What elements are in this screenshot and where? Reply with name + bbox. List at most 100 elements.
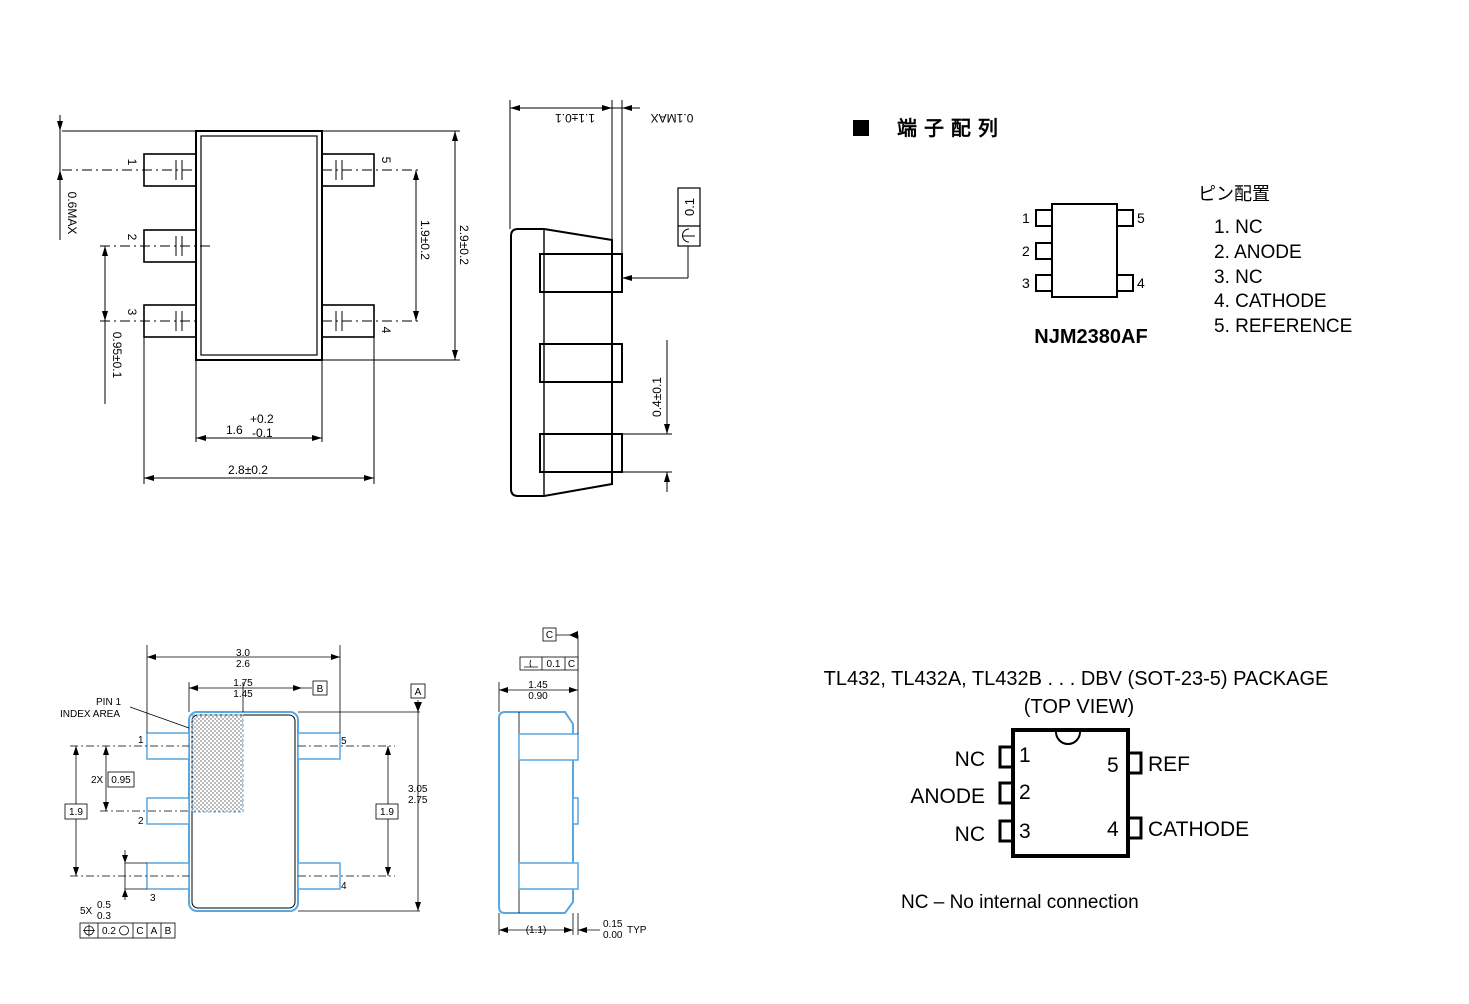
datum-c-box [542,627,557,642]
njm-chip-body [1051,203,1118,298]
box-1.9-left [64,803,88,820]
tl432-left-label-3: NC [955,823,985,846]
side-flatness-symbol [524,659,538,668]
njm-pin-num-4: 4 [1137,275,1145,291]
tl432-pad-3 [998,819,1015,843]
flatness-symbol [682,228,695,243]
flatness-frame [677,187,701,247]
dim-side-1.45: 1.45 [528,680,548,691]
njm-heading: 端 子 配 列 [897,116,998,140]
package-body-inner [200,135,318,356]
dim-0.1max: 0.1MAX [651,111,694,125]
dim-1.6: 1.6 [226,423,243,437]
dim-side-0.00: 0.00 [603,930,623,941]
dim-1.9-left: 1.9 [69,807,83,818]
tl432-left-num-1: 1 [1019,744,1031,767]
dim-2.75: 2.75 [408,795,428,806]
njm-pin-line-1: 1. NC [1214,217,1263,238]
njm-pin-num-2: 2 [1022,243,1030,259]
fcf-datum-c: C [136,926,143,937]
tl432-pad-2 [998,781,1015,805]
top-left-package-drawing [57,115,460,484]
pin1-label-b: INDEX AREA [60,709,120,720]
njm-pin-num-5: 5 [1137,210,1145,226]
datum-b-label: B [317,684,324,695]
flatness-value: 0.1 [682,198,697,216]
datum-b-box [312,680,328,696]
fcf-frame [79,922,176,939]
dim-side-0.90: 0.90 [528,691,548,702]
datum-a-box [410,683,426,699]
pin-label-1: 1 [125,159,139,166]
top-side-view-drawing [509,100,701,497]
dbv-pin-5: 5 [341,736,347,747]
njm-pin-line-4: 4. CATHODE [1214,291,1327,312]
pin1-label-a: PIN 1 [96,697,121,708]
tl432-note: NC – No internal connection [901,892,1139,913]
dim-1.9-right: 1.9 [380,807,394,818]
dbv-side-lead-top [518,733,579,761]
tl432-right-num-5: 5 [1107,754,1119,777]
dbv-side-lead-bot [518,862,579,890]
njm-pad-2 [1035,242,1053,260]
dim-side-1.1: (1.1) [526,925,547,936]
dim-0.95-bl: 0.95 [111,775,131,786]
package-body [195,130,323,361]
bottom-side-view-drawing [498,627,600,935]
heading-square [853,120,869,136]
dim-1.45: 1.45 [233,689,253,700]
dim-0.95: 0.95±0.1 [110,332,124,379]
dbv-pin-3: 3 [150,893,156,904]
njm-pad-1 [1035,209,1053,227]
dim-0.6max: 0.6MAX [65,192,79,235]
pin-label-5: 5 [379,157,393,164]
njm-chip-name: NJM2380AF [1034,326,1147,348]
dim-1.1: 1.1±0.1 [555,111,595,125]
tl432-pinout-section: TL432, TL432A, TL432B . . . DBV (SOT-23-… [824,668,1329,913]
njm-pin-line-3: 3. NC [1214,267,1263,288]
njm-pad-5 [1116,209,1134,227]
side-lead-bot [539,433,623,473]
side-body-outline [510,228,613,497]
dim-3.05: 3.05 [408,784,428,795]
box-0.95 [107,771,135,788]
top-left-labels: 1 2 3 4 5 0.6MAX 0.95±0.1 1.9±0.2 2.9±0.… [65,157,471,477]
tl432-left-label-1: NC [955,748,985,771]
tl432-right-label-ref: REF [1148,753,1190,776]
dbv-pin-1: 1 [138,735,144,746]
njm-pin-line-2: 2. ANODE [1214,242,1302,263]
bottom-left-labels: 3.0 2.6 1.75 1.45 B A PIN 1 INDEX AREA 1… [60,648,428,937]
tl432-right-label-cathode: CATHODE [1148,818,1249,841]
tl432-left-num-2: 2 [1019,781,1031,804]
fcf-datum-a: A [151,926,158,937]
dim-2.8: 2.8±0.2 [228,463,268,477]
datum-a-label: A [415,687,422,698]
njm-pin-num-1: 1 [1022,210,1030,226]
tl432-left-label-2: ANODE [910,785,985,808]
mmc-symbol [119,925,129,936]
dim-0.5: 0.5 [97,900,111,911]
side-fcf-value: 0.1 [547,659,561,670]
bottom-left-package-drawing [64,645,426,939]
pin1-index-area [191,714,244,813]
pin-label-4: 4 [379,327,393,334]
side-fcf-ref: C [568,659,575,670]
dbv-pin-4: 4 [341,881,347,892]
dbv-side-lead-mid [572,797,579,825]
side-lead-top [539,253,623,293]
tl432-notch [1055,731,1081,745]
dim-3.0: 3.0 [236,648,250,659]
tl432-pad-4 [1126,816,1143,840]
dim-2.6: 2.6 [236,659,250,670]
dim-1.9: 1.9±0.2 [418,220,432,260]
dim-0.4: 0.4±0.1 [650,377,664,417]
fcf-datum-b: B [165,926,172,937]
two-x-label: 2X [91,775,104,786]
dim-2.9: 2.9±0.2 [457,225,471,265]
tl432-left-num-3: 3 [1019,820,1031,843]
tl432-subtitle: (TOP VIEW) [1024,696,1134,718]
njm-pin-section: 端 子 配 列 1 2 3 4 5 NJM2380AF ピン配置 1. NC 2… [853,116,1352,348]
dim-0.3: 0.3 [97,911,111,922]
dbv-pin-2: 2 [138,816,144,827]
dim-side-0.15: 0.15 [603,919,623,930]
